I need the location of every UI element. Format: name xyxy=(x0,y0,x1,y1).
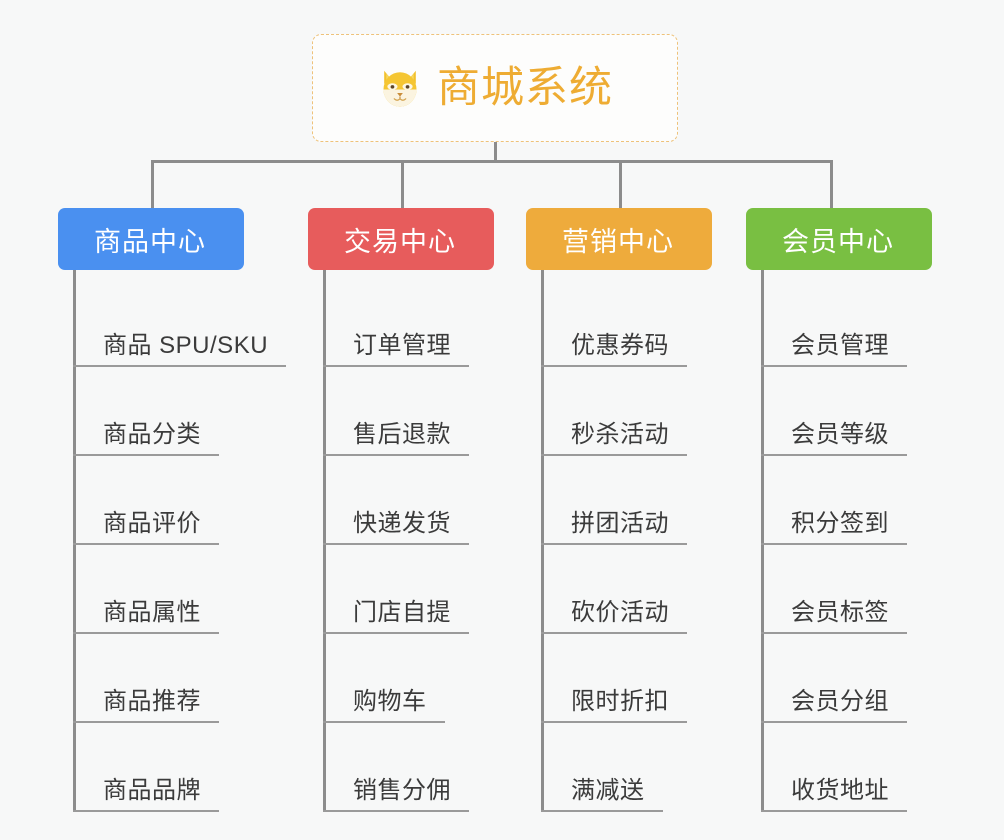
leaf-item[interactable]: 商品推荐 xyxy=(58,634,244,723)
category-column-product-center: 商品中心商品 SPU/SKU 商品分类商品评价商品属性商品推荐商品品牌 xyxy=(58,208,287,812)
leaf-item[interactable]: 会员标签 xyxy=(746,545,932,634)
connector-horizontal-bus xyxy=(151,160,833,163)
category-header-trade-center[interactable]: 交易中心 xyxy=(308,208,494,270)
leaf-item-label: 商品分类 xyxy=(73,414,219,456)
category-header-label: 商品中心 xyxy=(94,226,206,257)
leaf-item-label: 商品评价 xyxy=(73,503,219,545)
leaf-item[interactable]: 售后退款 xyxy=(308,367,494,456)
leaf-item[interactable]: 商品分类 xyxy=(58,367,244,456)
category-header-member-center[interactable]: 会员中心 xyxy=(746,208,932,270)
leaf-item-label: 会员标签 xyxy=(761,592,907,634)
leaf-item-label: 会员等级 xyxy=(761,414,907,456)
leaf-item-label: 商品品牌 xyxy=(73,770,219,812)
connector-drop-1 xyxy=(151,160,154,208)
category-column-marketing-center: 营销中心优惠券码秒杀活动拼团活动砍价活动限时折扣满减送 xyxy=(526,208,712,812)
leaf-item[interactable]: 限时折扣 xyxy=(526,634,712,723)
connector-drop-2 xyxy=(401,160,404,208)
leaf-item-label: 购物车 xyxy=(323,681,445,723)
category-header-label: 营销中心 xyxy=(562,226,674,257)
leaf-item-label: 售后退款 xyxy=(323,414,469,456)
leaf-item[interactable]: 商品评价 xyxy=(58,456,244,545)
leaf-item[interactable]: 拼团活动 xyxy=(526,456,712,545)
leaf-item-label: 拼团活动 xyxy=(541,503,687,545)
leaf-item[interactable]: 砍价活动 xyxy=(526,545,712,634)
leaf-item-label: 快递发货 xyxy=(323,503,469,545)
leaf-item-label: 砍价活动 xyxy=(541,592,687,634)
leaf-item-label: 会员管理 xyxy=(761,325,907,367)
leaf-item[interactable]: 商品属性 xyxy=(58,545,244,634)
leaf-item[interactable]: 购物车 xyxy=(308,634,494,723)
category-column-trade-center: 交易中心订单管理售后退款快递发货门店自提购物车销售分佣 xyxy=(308,208,494,812)
leaf-item[interactable]: 积分签到 xyxy=(746,456,932,545)
root-title: 商城系统 xyxy=(437,63,613,112)
leaf-item-label: 商品属性 xyxy=(73,592,219,634)
leaf-item-label: 秒杀活动 xyxy=(541,414,687,456)
leaf-item-label: 满减送 xyxy=(541,770,663,812)
leaf-item[interactable]: 会员管理 xyxy=(746,278,932,367)
leaf-item[interactable]: 销售分佣 xyxy=(308,723,494,812)
category-items-trade-center: 订单管理售后退款快递发货门店自提购物车销售分佣 xyxy=(308,270,494,812)
leaf-item-label: 优惠券码 xyxy=(541,325,687,367)
leaf-item-label: 门店自提 xyxy=(323,592,469,634)
leaf-item-label: 商品推荐 xyxy=(73,681,219,723)
connector-drop-4 xyxy=(830,160,833,208)
connector-spine-trade-center xyxy=(323,270,326,812)
category-header-label: 交易中心 xyxy=(344,226,456,257)
shiba-dog-icon xyxy=(377,65,423,111)
leaf-item-label: 商品 SPU/SKU xyxy=(73,325,287,367)
leaf-item[interactable]: 门店自提 xyxy=(308,545,494,634)
category-items-marketing-center: 优惠券码秒杀活动拼团活动砍价活动限时折扣满减送 xyxy=(526,270,712,812)
leaf-item[interactable]: 满减送 xyxy=(526,723,712,812)
leaf-item-label: 收货地址 xyxy=(761,770,907,812)
connector-spine-product-center xyxy=(73,270,76,812)
category-items-product-center: 商品 SPU/SKU 商品分类商品评价商品属性商品推荐商品品牌 xyxy=(58,270,287,812)
leaf-item-label: 积分签到 xyxy=(761,503,907,545)
leaf-item[interactable]: 订单管理 xyxy=(308,278,494,367)
category-column-member-center: 会员中心会员管理会员等级积分签到会员标签会员分组收货地址 xyxy=(746,208,932,812)
category-header-product-center[interactable]: 商品中心 xyxy=(58,208,244,270)
connector-spine-member-center xyxy=(761,270,764,812)
leaf-item[interactable]: 秒杀活动 xyxy=(526,367,712,456)
leaf-item[interactable]: 会员等级 xyxy=(746,367,932,456)
leaf-item[interactable]: 商品 SPU/SKU xyxy=(58,278,287,367)
leaf-item[interactable]: 收货地址 xyxy=(746,723,932,812)
root-node[interactable]: 商城系统 xyxy=(312,34,678,142)
category-items-member-center: 会员管理会员等级积分签到会员标签会员分组收货地址 xyxy=(746,270,932,812)
leaf-item[interactable]: 会员分组 xyxy=(746,634,932,723)
connector-root-stem xyxy=(494,142,497,162)
leaf-item-label: 会员分组 xyxy=(761,681,907,723)
leaf-item[interactable]: 快递发货 xyxy=(308,456,494,545)
connector-spine-marketing-center xyxy=(541,270,544,812)
connector-drop-3 xyxy=(619,160,622,208)
leaf-item-label: 订单管理 xyxy=(323,325,469,367)
leaf-item[interactable]: 优惠券码 xyxy=(526,278,712,367)
category-header-label: 会员中心 xyxy=(782,226,894,257)
leaf-item-label: 销售分佣 xyxy=(323,770,469,812)
category-header-marketing-center[interactable]: 营销中心 xyxy=(526,208,712,270)
leaf-item-label: 限时折扣 xyxy=(541,681,687,723)
leaf-item[interactable]: 商品品牌 xyxy=(58,723,244,812)
